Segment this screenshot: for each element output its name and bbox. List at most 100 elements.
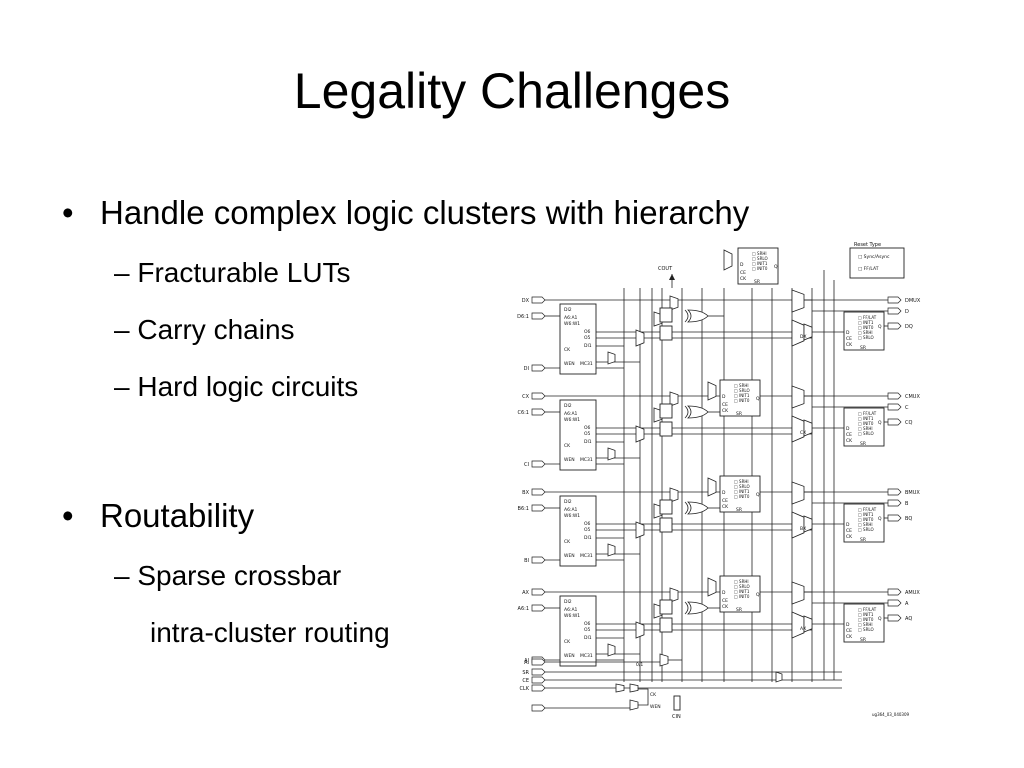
flip-flop-pin: SR xyxy=(860,441,866,447)
output-pin xyxy=(887,588,902,596)
sub-bullet: – Carry chains xyxy=(114,314,295,345)
input-pin-label: CE xyxy=(522,678,529,684)
output-pin xyxy=(887,296,902,304)
flip-flop-option: □ SRHI xyxy=(858,426,873,431)
input-pin xyxy=(531,676,546,684)
lut-pin: O6 xyxy=(584,621,591,627)
lut-pin: DI2 xyxy=(564,307,572,313)
input-pin-label: DX xyxy=(522,298,530,304)
flip-flop-option: □ INIT1 xyxy=(734,589,750,594)
input-pin-label: BI xyxy=(524,558,529,564)
output-mux xyxy=(791,319,805,347)
mux xyxy=(607,447,616,461)
lut-pin: W6:W1 xyxy=(564,613,580,619)
flip-flop-pin: CK xyxy=(846,634,853,640)
carry-mux xyxy=(659,617,673,633)
output-mux xyxy=(791,385,805,409)
flip-flop-option: □ INIT1 xyxy=(734,489,750,494)
output-pin-label: BMUX xyxy=(905,490,920,496)
buffer xyxy=(629,699,639,711)
mux xyxy=(707,577,717,597)
input-pin xyxy=(531,668,546,676)
output-pin-label: DQ xyxy=(905,324,913,330)
lut-pin: WEN xyxy=(564,361,575,367)
lut-pin: DI1 xyxy=(584,343,592,349)
lut-pin: A6:A1 xyxy=(564,411,578,417)
flip-flop-option: □ INIT1 xyxy=(858,320,874,325)
flip-flop-option: □ INIT0 xyxy=(734,594,750,599)
cin-pin xyxy=(673,695,681,711)
input-pin-label: SR xyxy=(522,670,529,676)
slide-title: Legality Challenges xyxy=(293,63,731,119)
output-pin-label: AQ xyxy=(905,616,912,622)
output-mux xyxy=(803,323,813,341)
flip-flop-pin: D xyxy=(740,262,744,268)
mux xyxy=(607,643,616,657)
carry-mux xyxy=(659,325,673,341)
output-pin xyxy=(887,499,902,507)
sub-bullet: – Sparse crossbar xyxy=(114,560,342,591)
output-mux xyxy=(791,481,805,505)
mux xyxy=(635,425,645,443)
xor-gate xyxy=(687,501,709,515)
flip-flop-option: □ SRHI xyxy=(858,330,873,335)
reset-type-box xyxy=(849,247,905,279)
flip-flop-pin: Q xyxy=(878,324,882,330)
sub-bullet-continuation: intra-cluster routing xyxy=(150,617,390,648)
flip-flop-option: □ FF/LAT xyxy=(858,507,877,512)
lut-pin: O6 xyxy=(584,425,591,431)
output-pin xyxy=(887,488,902,496)
flip-flop-pin: CE xyxy=(740,270,746,276)
lut-pin: W6:W1 xyxy=(564,513,580,519)
flip-flop-option: □ SRLO xyxy=(752,256,768,261)
output-pin xyxy=(887,322,902,330)
input-pin-label: A6:1 xyxy=(518,606,529,612)
input-pin-label: CI xyxy=(524,462,529,468)
input-pin xyxy=(531,364,546,372)
flip-flop-option: □ SRHI xyxy=(752,251,767,256)
flip-flop-pin: Q xyxy=(878,420,882,426)
cout-arrow xyxy=(669,274,675,280)
cout-label: COUT xyxy=(658,266,673,272)
carry-mux xyxy=(659,307,673,323)
flip-flop-box xyxy=(843,503,885,543)
flip-flop-option: □ FF/LAT xyxy=(858,315,877,320)
input-pin xyxy=(531,684,546,692)
input-pin xyxy=(531,312,546,320)
flip-flop-option: □ INIT0 xyxy=(858,517,874,522)
xor-gate-curve xyxy=(684,601,689,615)
flip-flop-option: □ INIT1 xyxy=(858,512,874,517)
lut-pin: WEN xyxy=(564,457,575,463)
lut-pin: W6:W1 xyxy=(564,417,580,423)
mux-label: AX xyxy=(800,626,806,632)
flip-flop-pin: SR xyxy=(860,537,866,543)
lut-pin: O5 xyxy=(584,527,591,533)
flip-flop-option: □ SRLO xyxy=(734,484,750,489)
input-pin xyxy=(531,460,546,468)
flip-flop-pin: SR xyxy=(754,279,760,285)
lut-pin: DI1 xyxy=(584,635,592,641)
lut-block xyxy=(559,495,597,567)
xor-gate xyxy=(687,405,709,419)
mux-label: BX xyxy=(800,526,806,532)
lut-pin: MC31 xyxy=(580,361,593,367)
cin-label: CIN xyxy=(672,714,681,720)
flip-flop-option: □ INIT1 xyxy=(858,416,874,421)
mux-label: DX xyxy=(800,334,807,340)
flip-flop-pin: CE xyxy=(722,598,728,604)
flip-flop-option: □ SRLO xyxy=(858,335,874,340)
output-pin-label: D xyxy=(905,309,909,315)
buffer xyxy=(615,683,625,693)
flip-flop-pin: CE xyxy=(722,498,728,504)
flip-flop-option: □ INIT0 xyxy=(858,325,874,330)
output-pin-label: CMUX xyxy=(905,394,920,400)
lut-pin: A6:A1 xyxy=(564,607,578,613)
flip-flop-pin: CE xyxy=(846,628,852,634)
output-mux xyxy=(791,415,805,443)
input-pin xyxy=(531,504,546,512)
lut-pin: CK xyxy=(564,639,571,645)
bullet-text: Routability xyxy=(100,497,255,534)
flip-flop-option: □ FF/LAT xyxy=(858,607,877,612)
flip-flop-box xyxy=(719,575,761,613)
bullet-text: Handle complex logic clusters with hiera… xyxy=(100,194,750,231)
